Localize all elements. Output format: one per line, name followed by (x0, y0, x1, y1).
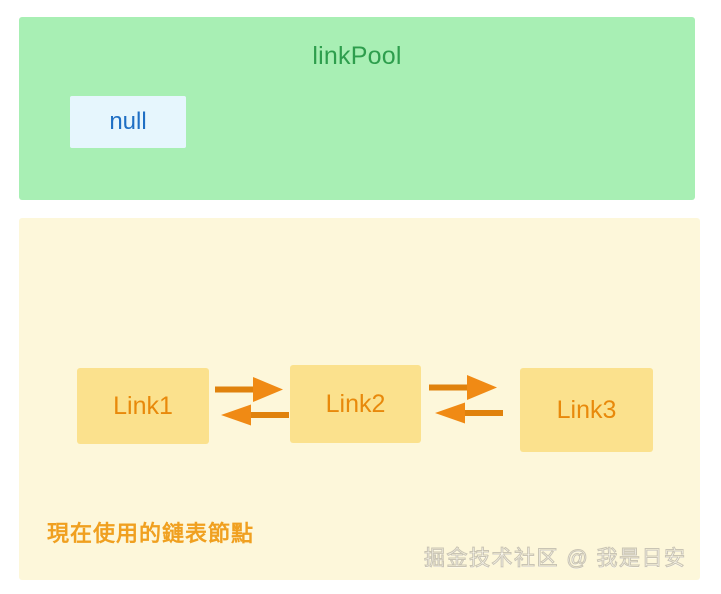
pool-node-null: null (70, 96, 186, 148)
link-node-1: Link1 (77, 368, 209, 444)
link-node-2-label: Link2 (325, 389, 386, 418)
link-node-3: Link3 (520, 368, 653, 452)
link-node-2: Link2 (290, 365, 421, 443)
active-nodes-panel: Link1 Link2 (19, 218, 700, 580)
arrow-left-icon (435, 402, 503, 424)
link-pool-panel: linkPool null (19, 17, 695, 200)
arrow-left-icon (221, 404, 289, 426)
arrow-right-icon (429, 375, 497, 400)
bidirectional-arrow-2-3 (423, 366, 509, 436)
link-pool-title: linkPool (312, 42, 402, 70)
link-node-1-label: Link1 (113, 391, 173, 420)
arrow-right-icon (215, 377, 283, 402)
pool-node-null-label: null (109, 108, 147, 135)
active-nodes-caption: 現在使用的鏈表節點 (47, 521, 255, 546)
bidirectional-arrow-1-2 (209, 368, 295, 438)
watermark-text: 掘金技术社区 @ 我是日安 (424, 547, 687, 570)
link-node-3-label: Link3 (556, 395, 617, 424)
linked-list-chain: Link1 Link2 (19, 218, 700, 580)
